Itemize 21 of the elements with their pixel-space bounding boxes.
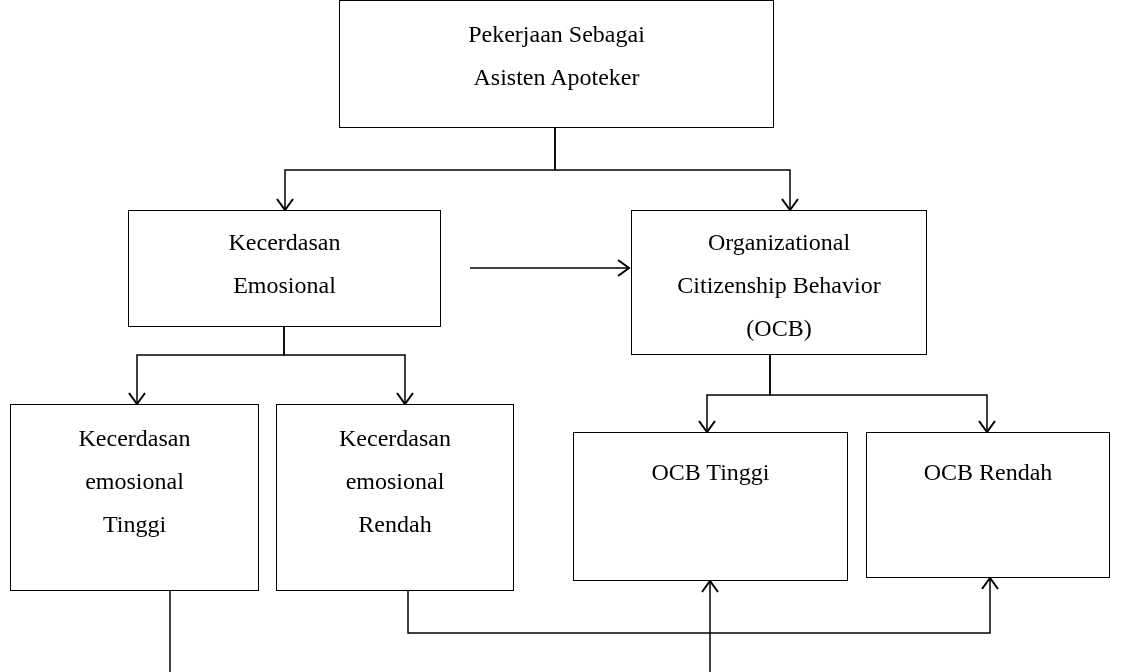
box-text: Kecerdasan Emosional: [227, 228, 342, 300]
arrow: [407, 577, 999, 634]
process-box: [866, 432, 1110, 578]
process-box: [339, 0, 774, 128]
arrow: [283, 326, 414, 405]
process-box: [10, 404, 259, 591]
box-text: OCB Tinggi: [651, 458, 770, 487]
process-box: [631, 210, 927, 355]
arrow: [554, 127, 799, 211]
arrow: [469, 259, 630, 277]
box-text: Kecerdasan emosional Rendah: [338, 424, 452, 539]
connector-line: [169, 590, 171, 672]
process-box: [276, 404, 514, 591]
arrow: [701, 580, 719, 672]
box-text: Kecerdasan emosional Tinggi: [77, 424, 192, 539]
arrow: [769, 354, 996, 433]
process-box: [573, 432, 848, 581]
process-box: [128, 210, 441, 327]
box-text: Organizational Citizenship Behavior (OCB): [676, 228, 882, 343]
box-text: OCB Rendah: [923, 458, 1053, 487]
box-text: Pekerjaan Sebagai Asisten Apoteker: [467, 20, 646, 92]
